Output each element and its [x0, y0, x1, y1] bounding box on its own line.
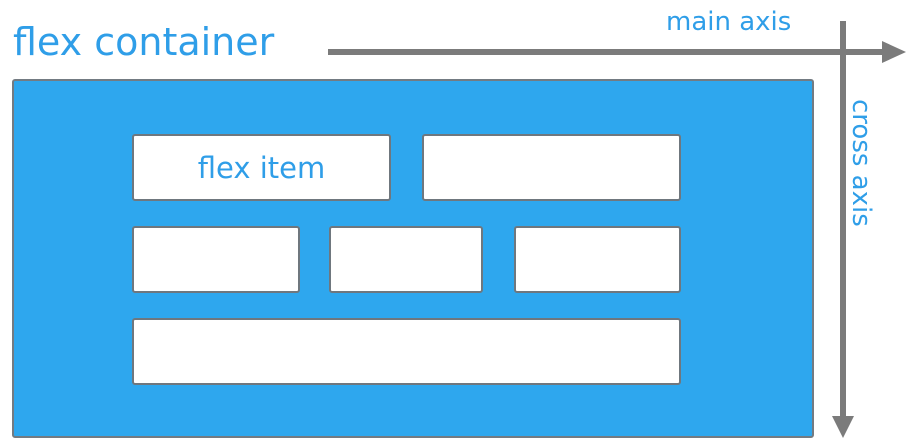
- main-axis-arrow: [328, 41, 906, 63]
- flex-container-box: flex item: [12, 79, 814, 438]
- cross-axis-arrow: [832, 21, 854, 438]
- flex-item: flex item: [132, 134, 391, 201]
- flex-item: [422, 134, 681, 201]
- flex-item: [132, 318, 681, 385]
- flex-item: [329, 226, 483, 293]
- flex-item: [514, 226, 681, 293]
- flex-container-title: flex container: [13, 20, 275, 64]
- main-axis-label: main axis: [666, 7, 792, 37]
- flex-item: [132, 226, 300, 293]
